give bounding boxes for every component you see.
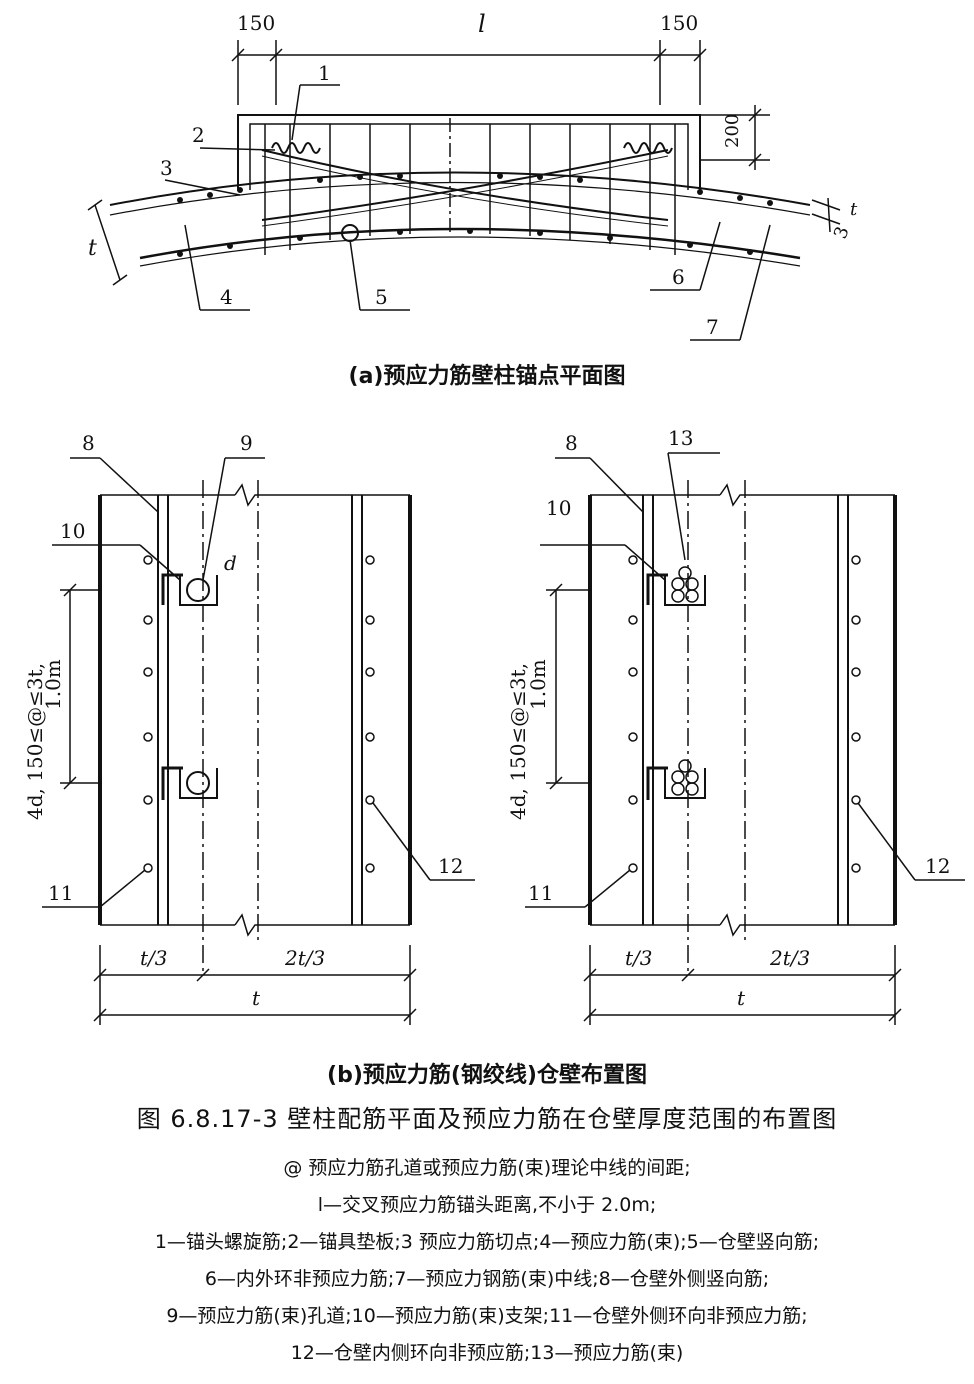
left-dim-t: t [252, 986, 261, 1010]
left-spacing-text-2: 1.0m [41, 659, 65, 710]
right-spacing-text: 4d, 150≤@≤3t, [506, 663, 530, 820]
dim-200: 200 [722, 114, 743, 148]
label-6: 6 [672, 265, 685, 289]
legend: @ 预应力筋孔道或预应力筋(束)理论中线的间距; l—交叉预应力筋锚头距离,不小… [0, 1150, 974, 1372]
legend-line: 9—预应力筋(束)孔道;10—预应力筋(束)支架;11—仓壁外侧环向非预应力筋; [166, 1305, 808, 1327]
left-label-10: 10 [60, 519, 85, 543]
legend-line: 6—内外环非预应力筋;7—预应力钢筋(束)中线;8—仓壁外侧竖向筋; [204, 1268, 770, 1290]
label-7: 7 [706, 315, 719, 339]
label-2: 2 [192, 123, 205, 147]
label-1: 1 [318, 61, 331, 85]
right-dim-2t3: 2t/3 [769, 946, 810, 970]
legend-line: @ 预应力筋孔道或预应力筋(束)理论中线的间距; [283, 1157, 691, 1179]
dim-150-right: 150 [660, 11, 698, 35]
left-label-12: 12 [438, 854, 463, 878]
pilaster-anchor-plan: 150 l 150 200 3 t t 1 2 3 4 5 6 7 [87, 10, 858, 341]
dim-150-left: 150 [237, 11, 275, 35]
left-spacing-text: 4d, 150≤@≤3t, [23, 663, 47, 820]
left-label-8: 8 [82, 431, 95, 455]
label-5: 5 [375, 285, 388, 309]
right-label-13: 13 [668, 426, 693, 450]
left-dim-t3: t/3 [140, 946, 168, 970]
label-3: 3 [160, 156, 173, 180]
right-spacing-text-2: 1.0m [526, 659, 550, 710]
right-label-12: 12 [925, 854, 950, 878]
right-label-11: 11 [528, 881, 553, 905]
figure-title: 图 6.8.17-3 壁柱配筋平面及预应力筋在仓壁厚度范围的布置图 [136, 1105, 838, 1133]
left-label-11: 11 [48, 881, 73, 905]
caption-b: (b)预应力筋(钢绞线)仓壁布置图 [327, 1063, 647, 1088]
legend-line: 12—仓壁内侧环向非预应筋;13—预应力筋(束) [290, 1342, 684, 1364]
caption-a: (a)预应力筋壁柱锚点平面图 [348, 364, 626, 389]
dim-t-side: t [850, 199, 858, 220]
dim-t: t [88, 236, 97, 261]
left-dim-2t3: 2t/3 [284, 946, 325, 970]
right-label-10: 10 [546, 496, 571, 520]
left-d-label: d [224, 551, 237, 575]
wall-layout-diagrams: 8 9 10 11 12 d 4d, 150≤@≤3t, 1.0m t/3 2t… [23, 426, 965, 1025]
right-dim-t: t [737, 986, 746, 1010]
legend-line: 1—锚头螺旋筋;2—锚具垫板;3 预应力筋切点;4—预应力筋(束);5—仓壁竖向… [154, 1231, 820, 1253]
right-label-8: 8 [565, 431, 578, 455]
legend-line: l—交叉预应力筋锚头距离,不小于 2.0m; [317, 1194, 657, 1216]
left-label-9: 9 [240, 431, 253, 455]
right-dim-t3: t/3 [625, 946, 653, 970]
label-4: 4 [220, 285, 233, 309]
dim-l: l [478, 10, 486, 38]
